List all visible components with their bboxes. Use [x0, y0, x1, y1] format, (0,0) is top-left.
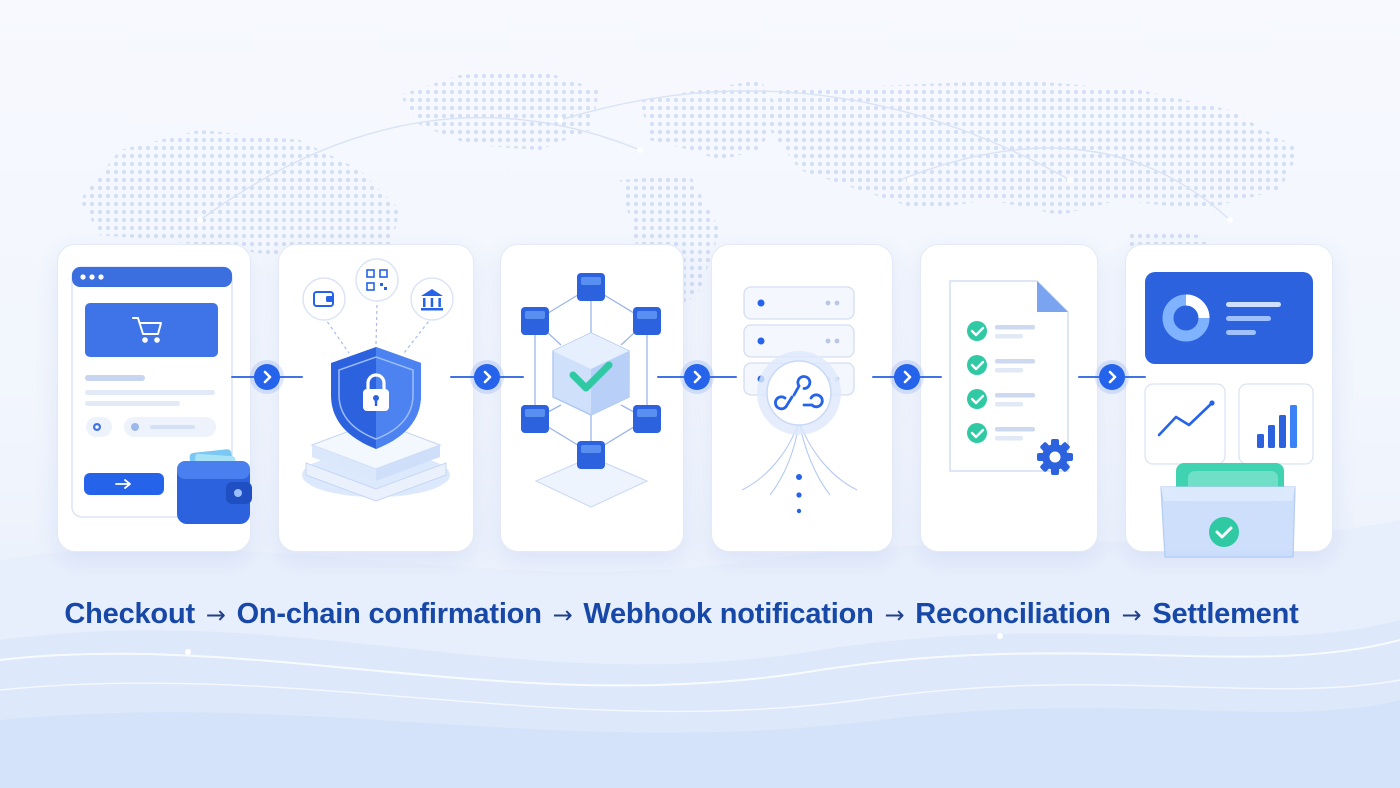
webhook-icon — [757, 351, 841, 435]
wallet-icon — [302, 277, 346, 321]
step-on-chain-confirmation: On-chain confirmation — [236, 598, 542, 630]
wallet-icon — [177, 449, 252, 524]
webhook-notification-card — [711, 244, 893, 552]
chevron-right-icon — [254, 364, 280, 390]
settlement-card — [1125, 244, 1333, 558]
chevron-right-icon — [684, 364, 710, 390]
bar-chart-icon — [1238, 383, 1314, 465]
wallet-check-icon — [1160, 463, 1296, 558]
arrow-separator: → — [884, 601, 905, 629]
document-checklist-icon — [949, 280, 1069, 472]
line-chart-icon — [1144, 383, 1226, 465]
step-checkout: Checkout — [64, 598, 195, 630]
chevron-right-icon — [1099, 364, 1125, 390]
blockchain-cube-icon — [521, 273, 661, 469]
arrow-separator: → — [552, 601, 573, 629]
shopping-cart-icon — [132, 317, 162, 343]
check-icon — [569, 361, 613, 392]
step-webhook-notification: Webhook notification — [583, 598, 874, 630]
step-reconciliation: Reconciliation — [915, 598, 1111, 630]
checkout-card — [57, 244, 252, 552]
flow-connector — [872, 362, 942, 392]
step-settlement: Settlement — [1152, 598, 1299, 630]
bank-icon — [410, 277, 454, 321]
gear-icon — [1037, 439, 1073, 475]
flow-caption: Checkout → On-chain confirmation → Webho… — [0, 598, 1363, 631]
shield-lock-icon — [302, 347, 450, 502]
payment-security-card — [278, 244, 474, 552]
arrow-separator: → — [205, 601, 226, 629]
flow-connector — [657, 362, 737, 392]
reconciliation-card — [920, 244, 1098, 552]
on-chain-confirmation-card — [500, 244, 684, 552]
chevron-right-icon — [474, 364, 500, 390]
flow-connector — [1078, 362, 1146, 392]
arrow-separator: → — [1121, 601, 1142, 629]
qr-code-icon — [355, 258, 399, 302]
flow-connector — [450, 362, 524, 392]
flow-connector — [231, 362, 303, 392]
chevron-right-icon — [894, 364, 920, 390]
